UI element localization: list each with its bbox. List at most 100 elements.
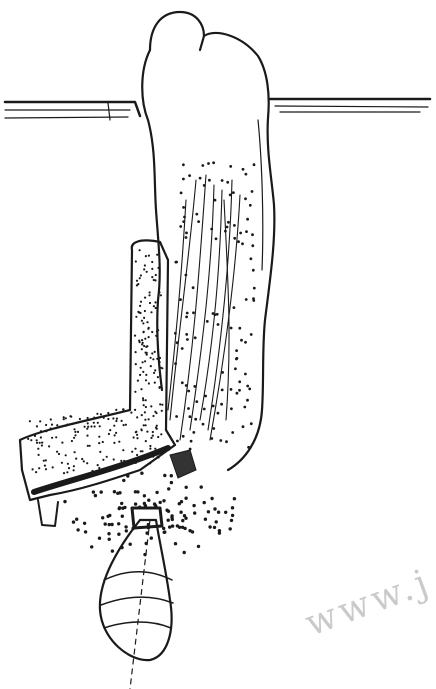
stipple-dot — [76, 528, 79, 531]
stipple-dot — [212, 161, 215, 164]
stipple-dot — [250, 257, 253, 260]
stipple-dot — [84, 426, 86, 428]
stipple-dot — [136, 437, 138, 439]
stipple-dot — [63, 416, 65, 418]
stipple-dot — [45, 468, 47, 470]
stipple-dot — [56, 424, 58, 426]
stipple-dot — [185, 236, 188, 239]
stipple-dot — [136, 416, 138, 418]
stipple-dot — [39, 420, 41, 422]
stipple-dot — [90, 425, 92, 427]
stipple-dot — [201, 164, 204, 167]
stipple-dot — [79, 418, 81, 420]
stipple-dot — [108, 433, 110, 435]
stipple-dot — [150, 357, 152, 359]
stipple-dot — [151, 352, 153, 354]
stipple-dot — [125, 424, 127, 426]
stipple-dot — [122, 408, 124, 410]
stipple-dot — [225, 440, 228, 443]
stipple-dot — [36, 442, 38, 444]
stipple-dot — [66, 471, 68, 473]
ground-surface-left — [5, 102, 140, 120]
ground-surface-right — [270, 99, 430, 112]
stipple-dot — [153, 372, 155, 374]
stipple-dot — [140, 450, 142, 452]
stipple-dot — [253, 287, 256, 290]
stipple-dot — [185, 486, 188, 489]
stipple-dot — [253, 163, 256, 166]
stipple-dot — [148, 294, 150, 296]
stipple-dot — [43, 460, 45, 462]
stipple-dot — [233, 237, 236, 240]
stipple-dot — [143, 404, 145, 406]
stipple-dot — [245, 298, 248, 301]
stipple-dot — [27, 438, 29, 440]
stipple-dot — [213, 507, 216, 510]
stipple-dot — [140, 428, 142, 430]
stipple-dot — [159, 375, 161, 377]
stipple-dot — [136, 280, 138, 282]
stipple-dot — [94, 425, 96, 427]
stipple-dot — [180, 500, 183, 503]
stipple-dot — [61, 462, 63, 464]
stipple-dot — [143, 345, 145, 347]
stipple-dot — [163, 474, 166, 477]
stipple-dot — [151, 331, 153, 333]
stipple-dot — [61, 442, 63, 444]
stipple-dot — [235, 358, 238, 361]
stipple-dot — [149, 291, 151, 293]
stipple-dot — [146, 431, 148, 433]
stipple-dot — [91, 470, 93, 472]
stipple-dot — [97, 464, 99, 466]
stipple-dot — [116, 418, 118, 420]
stipple-dot — [146, 321, 148, 323]
stipple-dot — [240, 339, 243, 342]
stipple-dot — [219, 439, 222, 442]
stipple-dot — [140, 274, 142, 276]
stipple-dot — [68, 467, 70, 469]
stipple-dot — [203, 501, 206, 504]
stipple-dot — [134, 409, 136, 411]
stipple-dot — [113, 425, 115, 427]
stipple-dot — [159, 501, 162, 504]
stipple-dot — [141, 414, 143, 416]
stipple-dot — [191, 530, 194, 533]
stipple-dot — [237, 240, 240, 243]
stipple-dot — [183, 551, 186, 554]
main-shoot — [142, 12, 274, 470]
stipple-dot — [181, 381, 184, 384]
stipple-dot — [140, 367, 142, 369]
stipple-dot — [72, 520, 75, 523]
stipple-dot — [71, 440, 73, 442]
stipple-dot — [202, 423, 205, 426]
stipple-dot — [229, 527, 232, 530]
stipple-dot — [113, 458, 115, 460]
stipple-dot — [154, 411, 156, 413]
stipple-dot — [126, 474, 129, 477]
stipple-dot — [139, 249, 141, 251]
stipple-dot — [141, 339, 143, 341]
stipple-dot — [231, 431, 234, 434]
stipple-dot — [136, 490, 139, 493]
stipple-dot — [185, 333, 188, 336]
stipple-dot — [174, 542, 177, 545]
stipple-dot — [134, 391, 136, 393]
stipple-dot — [154, 369, 156, 371]
stipple-dot — [63, 472, 65, 474]
stipple-dot — [72, 423, 74, 425]
stipple-dot — [230, 407, 233, 410]
stipple-dot — [233, 497, 236, 500]
stipple-dot — [157, 376, 159, 378]
stipple-dot — [236, 392, 239, 395]
stipple-dot — [143, 424, 145, 426]
stipple-dot — [146, 271, 148, 273]
stipple-dot — [110, 523, 113, 526]
stipple-dot — [167, 519, 170, 522]
stipple-dot — [182, 178, 185, 181]
stipple-dot — [124, 525, 127, 528]
stipple-dot — [192, 286, 195, 289]
stipple-dot — [87, 426, 89, 428]
stipple-dot — [210, 497, 213, 500]
stipple-dot — [136, 454, 138, 456]
stipple-dot — [178, 526, 181, 529]
